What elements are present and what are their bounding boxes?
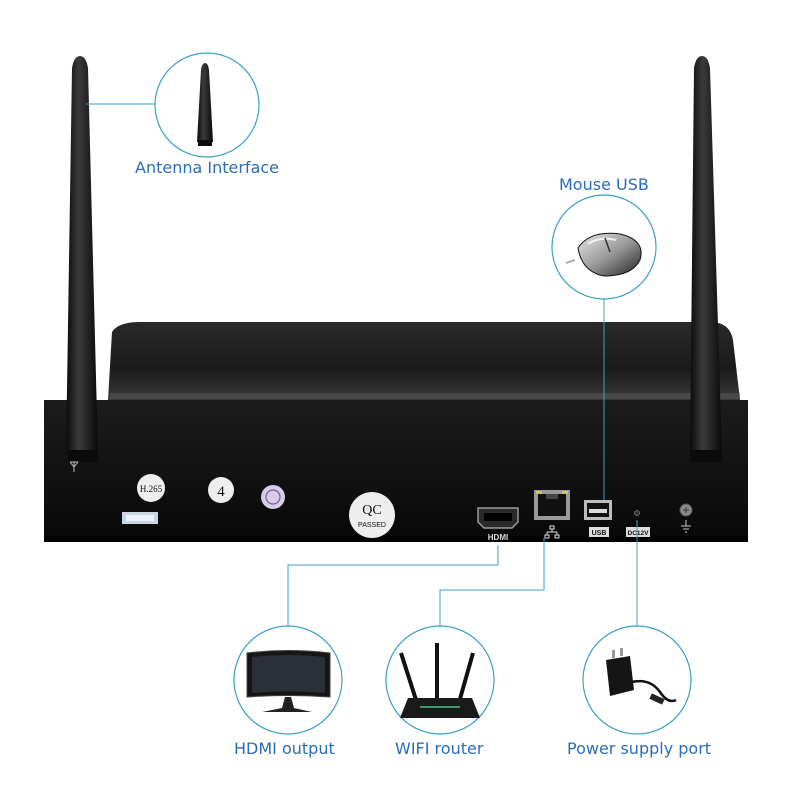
antenna-interface-label: Antenna Interface [135, 158, 280, 177]
callout-lines [86, 103, 638, 635]
hdmi-port-tag: HDMI [488, 533, 508, 542]
number-sticker [208, 477, 234, 503]
power-supply-port-label: Power supply port [567, 739, 712, 758]
monitor-icon [246, 650, 331, 712]
codec-sticker [137, 474, 165, 502]
usb-port [584, 500, 612, 520]
number-sticker-text: 4 [217, 484, 225, 500]
ground-icon [679, 503, 693, 533]
lid-highlight [110, 393, 740, 399]
mouse-icon [565, 232, 642, 277]
router-callout-line [439, 538, 545, 630]
device-lid [108, 322, 740, 400]
power-adapter-icon [606, 648, 677, 705]
antenna-mark-icon [69, 461, 79, 472]
dc-port-tag: DC12V [628, 530, 650, 537]
device-body [44, 400, 748, 542]
hdmi-output-label: HDMI output [234, 739, 335, 758]
antenna-icon [197, 63, 213, 146]
hdmi-port [477, 507, 519, 529]
hdmi-callout-line [287, 545, 499, 635]
usb-port-tag: USB [592, 530, 607, 537]
right-antenna-icon [690, 56, 722, 462]
mouse-usb-label: Mouse USB [559, 175, 649, 194]
codec-sticker-text: H.265 [140, 484, 163, 494]
ethernet-icon [544, 525, 560, 539]
dc-power-port [634, 510, 640, 516]
inspection-sticker [261, 485, 285, 509]
wifi-router-label: WIFI router [395, 739, 484, 758]
left-antenna-icon [66, 56, 98, 462]
router-icon [399, 643, 480, 718]
qc-sticker-top: QC [362, 503, 381, 518]
qc-sticker [349, 492, 395, 538]
qc-sticker-bottom: PASSED [358, 522, 386, 529]
ethernet-port [534, 490, 570, 520]
